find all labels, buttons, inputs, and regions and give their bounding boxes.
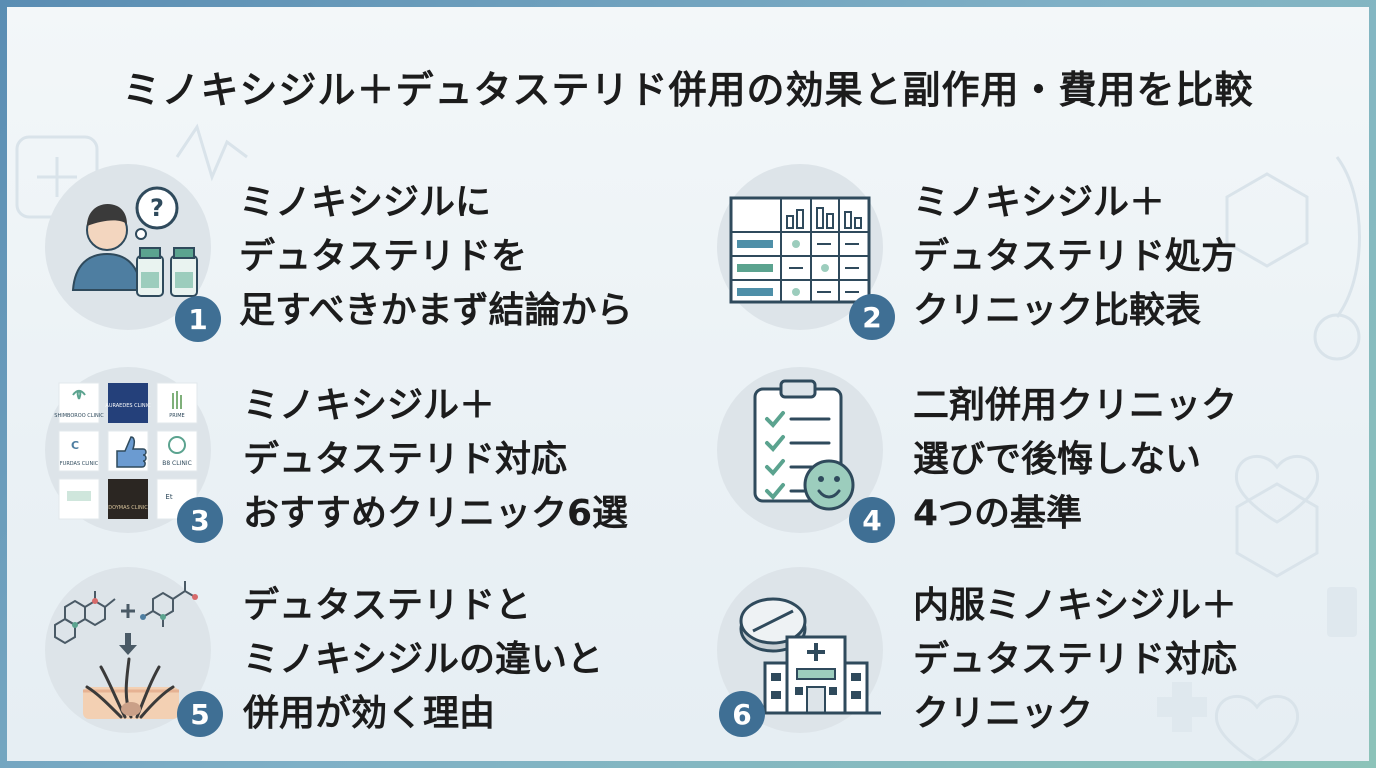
item-label-line: クリニック: [913, 693, 1094, 734]
item-icon-circle: [717, 164, 883, 330]
item-label-line: 選びで後悔しない: [913, 439, 1202, 480]
logo-text: C: [71, 439, 79, 452]
item-label: ミノキシジル＋ デュタステリド対応 おすすめクリニック6選: [243, 379, 628, 541]
person-question-icon: ?: [71, 186, 198, 297]
list-item-4[interactable]: 4 二剤併用クリニック 選びで後悔しない 4つの基準: [679, 367, 1319, 547]
item-label: ミノキシジル＋ デュタステリド処方 クリニック比較表: [913, 176, 1237, 338]
number-badge: 3: [177, 497, 223, 543]
logo-text: AURAEDES CLINIC: [105, 403, 151, 409]
comparison-table-icon: [729, 196, 871, 304]
logo-text: DOYMAS CLINIC: [108, 505, 148, 511]
item-label-line: デュタステリド対応: [243, 439, 568, 480]
logo-text: FURDAS CLINIC: [60, 461, 99, 467]
list-item-3[interactable]: SHIMBOROO CLINIC AURAEDES CLINIC PRIME C…: [7, 367, 647, 547]
logo-text: PRIME: [169, 413, 184, 419]
clinic-logos-icon: SHIMBOROO CLINIC AURAEDES CLINIC PRIME C…: [54, 382, 198, 520]
list-item-5[interactable]: 5 デュタステリドと ミノキシジルの違いと 併用が効く理由: [7, 567, 647, 747]
number-badge: 2: [849, 294, 895, 340]
logo-text: B8 CLINIC: [162, 460, 192, 467]
item-label-line: ミノキシジルの違いと: [243, 639, 604, 680]
card: ミノキシジル＋デュタステリド併用の効果と副作用・費用を比較 ?: [7, 7, 1369, 761]
item-label-line: ミノキシジル＋: [243, 385, 496, 426]
number-badge: 5: [177, 691, 223, 737]
item-label-line: 4つの基準: [913, 493, 1083, 534]
item-label-line: デュタステリド対応: [913, 639, 1238, 680]
item-icon-circle: SHIMBOROO CLINIC AURAEDES CLINIC PRIME C…: [45, 367, 211, 533]
item-label: デュタステリドと ミノキシジルの違いと 併用が効く理由: [243, 579, 603, 741]
item-label-line: おすすめクリニック6選: [243, 493, 629, 534]
item-label-line: デュタステリドと: [243, 585, 532, 626]
item-label-line: ミノキシジル＋: [913, 182, 1166, 223]
item-label-line: デュタステリドを: [239, 236, 528, 277]
number-badge: 6: [719, 691, 765, 737]
list-item-1[interactable]: ? 1 ミノキシジルに デュタステリドを 足すべきかまず結論から: [7, 164, 647, 344]
item-label-line: ミノキシジルに: [239, 182, 492, 223]
item-label-line: 二剤併用クリニック: [913, 385, 1238, 426]
number-badge: 1: [175, 296, 221, 342]
item-label-line: デュタステリド処方: [913, 236, 1238, 277]
logo-text: SHIMBOROO CLINIC: [54, 413, 104, 419]
item-label: ミノキシジルに デュタステリドを 足すべきかまず結論から: [239, 176, 632, 338]
svg-text:?: ?: [150, 194, 164, 222]
logo-text: Et: [165, 493, 172, 501]
number-badge: 4: [849, 497, 895, 543]
list-item-6[interactable]: 6 内服ミノキシジル＋ デュタステリド対応 クリニック: [679, 567, 1319, 747]
list-item-2[interactable]: 2 ミノキシジル＋ デュタステリド処方 クリニック比較表: [679, 164, 1319, 344]
item-label: 内服ミノキシジル＋ デュタステリド対応 クリニック: [913, 579, 1237, 741]
item-label: 二剤併用クリニック 選びで後悔しない 4つの基準: [913, 379, 1237, 541]
item-label-line: 併用が効く理由: [243, 693, 496, 734]
pill-hospital-icon: [739, 597, 881, 715]
checklist-smile-icon: [753, 379, 855, 511]
background-medical-decor: [15, 123, 1361, 761]
molecule-hair-icon: [54, 581, 198, 719]
item-label-line: 足すべきかまず結論から: [239, 290, 633, 331]
page-title: ミノキシジル＋デュタステリド併用の効果と副作用・費用を比較: [122, 68, 1254, 112]
item-label-line: 内服ミノキシジル＋: [913, 585, 1238, 626]
item-label-line: クリニック比較表: [913, 290, 1202, 331]
